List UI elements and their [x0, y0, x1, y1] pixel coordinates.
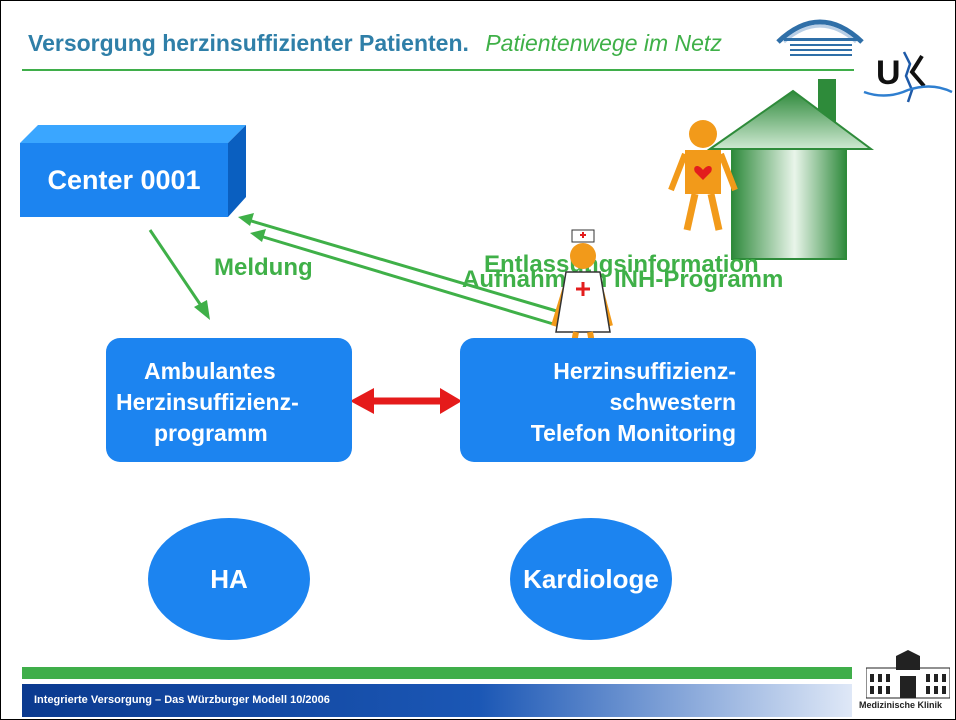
ha-oval: HA	[148, 518, 310, 640]
title-subtitle: Patientenwege im Netz	[485, 30, 722, 56]
footer-green-bar	[22, 667, 852, 679]
kardiologe-label: Kardiologe	[523, 563, 659, 594]
aufnahme-arrow	[259, 234, 561, 328]
meldung-arrow	[148, 229, 206, 311]
center-label: Center 0001	[47, 164, 201, 195]
footer-bar	[22, 684, 852, 717]
center-box-shape	[20, 125, 246, 217]
kardiologe-oval: Kardiologe	[510, 518, 672, 640]
title-rule	[22, 69, 854, 71]
ukw-logo-icon: U	[863, 51, 953, 103]
house-icon	[706, 79, 875, 260]
ambulant-program-box: Ambulantes Herzinsuffizienz- programm	[106, 338, 352, 462]
ambulant-line-3: programm	[154, 420, 268, 446]
ambulant-line-1: Ambulantes	[144, 358, 276, 384]
network-logo-icon	[776, 19, 864, 56]
nurse-program-box: Herzinsuffizienz- schwestern Telefon Mon…	[460, 338, 756, 462]
footer-text: Integrierte Versorgung – Das Würzburger …	[34, 694, 330, 706]
nurse-line-1: Herzinsuffizienz-	[553, 358, 736, 384]
nurse-line-2: schwestern	[609, 389, 736, 415]
center-box: Center 0001	[20, 143, 228, 217]
ukw-logo-text: U	[876, 54, 901, 92]
ambulant-line-2: Herzinsuffizienz-	[116, 389, 299, 415]
slide-title: Versorgung herzinsuffizienter Patienten.…	[28, 30, 722, 57]
ha-label: HA	[210, 563, 248, 594]
title-main: Versorgung herzinsuffizienter Patienten.	[28, 30, 469, 56]
building-logo-icon	[866, 650, 950, 699]
entlassung-arrow	[247, 218, 561, 314]
nurse-figure-icon	[551, 229, 613, 355]
entlassung-label: Entlassungsinformation	[484, 251, 759, 278]
meldung-label: Meldung	[214, 254, 313, 281]
nurse-line-3: Telefon Monitoring	[530, 420, 736, 446]
building-caption: Medizinische Klinik	[859, 700, 943, 710]
meldung-arrowhead	[194, 300, 210, 320]
patient-figure-icon	[668, 120, 738, 231]
aufnahme-label: Aufnahme in INH-Programm	[462, 266, 784, 293]
